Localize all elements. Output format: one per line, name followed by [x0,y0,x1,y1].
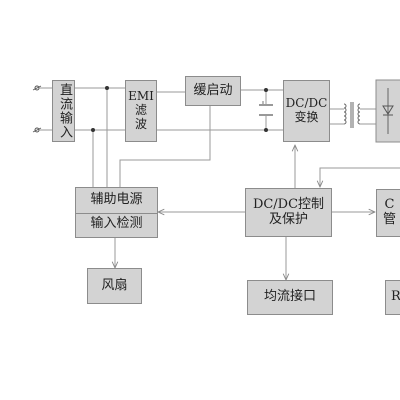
junction-dots [91,86,268,132]
emi-filter-label: EMI 滤 波 [128,89,154,131]
aux-power-block: 辅助电源 输入检测 [75,187,158,238]
transformer-symbol [343,102,361,128]
aux-power-bottom: 输入检测 [76,213,157,238]
wire-softstart-aux [119,106,211,187]
input-detect-label: 输入检测 [90,216,143,232]
dcdc-control-label: DC/DC控制 及保护 [252,196,325,227]
aux-power-label: 辅助电源 [90,191,143,207]
aux-power-top: 辅助电源 [76,188,157,213]
right-bottom-partial-label: R [391,289,400,305]
soft-start-block: 缓启动 [185,76,241,106]
emi-filter-block: EMI 滤 波 [125,80,157,142]
right-bottom-partial-block: R [385,280,400,315]
soft-start-label: 缓启动 [193,82,233,98]
dcdc-control-block: DC/DC控制 及保护 [245,188,332,237]
dc-input-label: 直流输入 [56,83,72,139]
aux-divider [76,212,157,214]
dc-input-block: 直流输入 [52,80,75,142]
right-partial-block: C 管 [376,189,400,237]
arrow-feedback-ctrl [320,167,400,187]
right-partial-label: C 管 [383,197,397,227]
capacitor-symbol [259,101,273,116]
dcdc-converter-block: DC/DC 变换 [283,80,330,142]
fan-label: 风扇 [101,277,128,293]
rectifier-block [375,79,400,143]
fan-block: 风扇 [87,268,142,304]
current-share-label: 均流接口 [263,289,316,305]
current-share-block: 均流接口 [247,280,333,315]
dcdc-converter-label: DC/DC 变换 [285,96,328,124]
